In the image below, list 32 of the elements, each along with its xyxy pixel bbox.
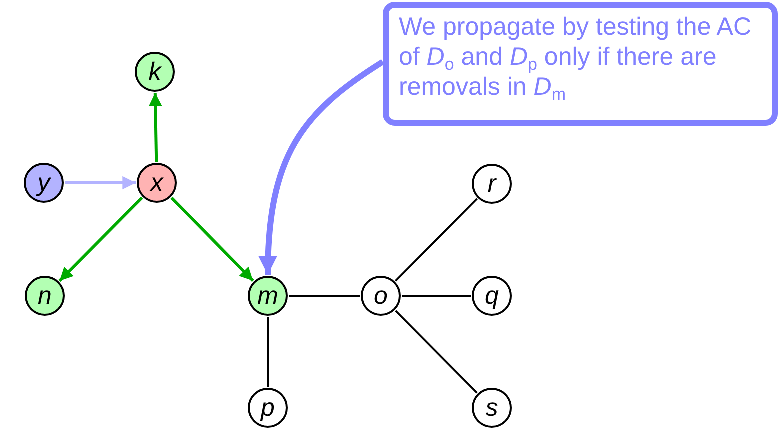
arrow — [58, 196, 144, 282]
arrow — [148, 92, 162, 162]
variable-node — [248, 388, 288, 428]
variable-node — [472, 388, 512, 428]
variable-node — [361, 276, 401, 316]
variable-node — [25, 276, 65, 316]
connector-line — [267, 317, 269, 387]
node-label: y — [38, 170, 50, 196]
callout-text: We propagate by testing the AC of D$_{o}$ and D$_{p}$ only if there are removals in D$_{m}$ — [399, 12, 753, 102]
node-label: n — [38, 284, 52, 308]
node-label: m — [258, 284, 278, 308]
connector-line — [395, 198, 478, 282]
variable-node — [472, 164, 512, 204]
arrow — [170, 196, 254, 282]
arrow — [65, 176, 136, 190]
connector-line — [402, 295, 471, 297]
node-label: o — [374, 284, 388, 308]
connector-line — [395, 310, 478, 394]
variable-node — [24, 163, 64, 203]
node-label: k — [148, 60, 162, 84]
callout-box — [383, 2, 778, 126]
variable-node — [472, 276, 512, 316]
node-label: q — [485, 284, 499, 308]
node-label: r — [488, 172, 496, 196]
node-label: s — [486, 396, 498, 420]
variable-node — [135, 52, 175, 92]
node-label: p — [261, 396, 275, 420]
connector-line — [289, 295, 360, 297]
variable-node — [137, 163, 177, 203]
arrow — [259, 59, 385, 276]
node-label: x — [150, 170, 164, 196]
variable-node — [248, 276, 288, 316]
